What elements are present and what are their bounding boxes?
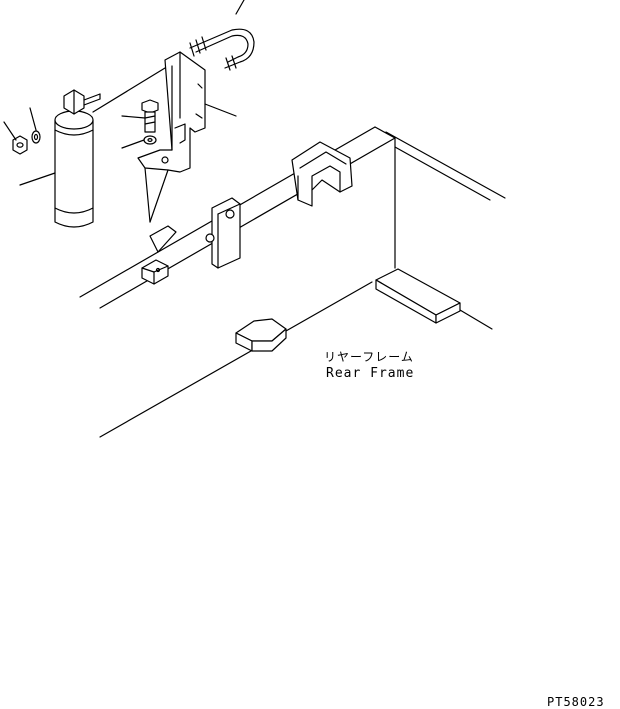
part-name-english: Rear Frame [326,366,415,381]
leader-lines [3,0,245,186]
mount-pad-right [375,268,461,324]
saddle-bracket [291,141,353,207]
mount-pad-center [235,318,287,352]
drawing-code: PT58023 [547,695,605,709]
rear-frame-rails [79,126,506,438]
bolt-and-washer [141,99,159,145]
receiver-tank [54,67,166,228]
part-name-japanese: リヤーフレーム [324,350,414,364]
u-bolt [189,28,255,71]
clamp-plate [141,197,241,285]
mounting-bracket [137,51,206,223]
nut-and-washer [12,130,41,155]
